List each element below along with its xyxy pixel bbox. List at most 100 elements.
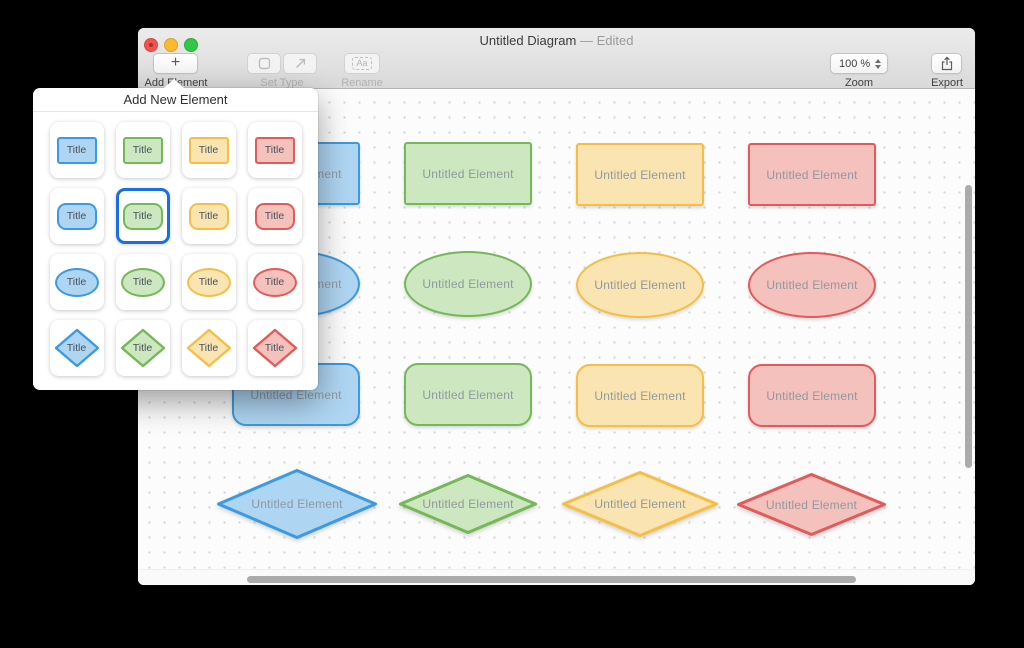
palette-item-title: Title: [66, 342, 87, 354]
canvas-element-red-ellipse[interactable]: Untitled Element: [748, 252, 876, 318]
canvas-element-yellow-rounded-rectangle[interactable]: Untitled Element: [576, 364, 704, 427]
popover-title: Add New Element: [33, 88, 318, 112]
palette-item-title: Title: [264, 276, 285, 288]
window-title: Untitled Diagram — Edited: [218, 33, 895, 48]
element-title: Untitled Element: [594, 167, 686, 182]
diamond-shape-icon: Title: [252, 328, 298, 368]
diamond-shape-icon: Title: [186, 328, 232, 368]
palette-item-red-rounded-rectangle[interactable]: Title: [247, 188, 302, 244]
palette-item-green-diamond[interactable]: Title: [115, 320, 170, 376]
element-title: Untitled Element: [765, 497, 858, 512]
palette-item-green-rectangle[interactable]: Title: [115, 122, 170, 178]
element-title: Untitled Element: [766, 167, 858, 182]
palette-item-blue-ellipse[interactable]: Title: [49, 254, 104, 310]
canvas-element-green-diamond[interactable]: Untitled Element: [398, 473, 538, 535]
palette-item-blue-diamond[interactable]: Title: [49, 320, 104, 376]
palette-item-green-rounded-rectangle[interactable]: Title: [115, 188, 170, 244]
rectangle-shape-icon: Title: [122, 136, 163, 164]
palette-item-title: Title: [198, 342, 219, 354]
palette-item-yellow-rectangle[interactable]: Title: [181, 122, 236, 178]
palette-item-title: Title: [132, 342, 153, 354]
element-title: Untitled Element: [251, 497, 343, 511]
diamond-shape-icon: Title: [120, 328, 166, 368]
canvas-element-blue-diamond[interactable]: Untitled Element: [216, 468, 378, 540]
set-type-label: Set Type: [260, 77, 304, 89]
set-type-connection-button[interactable]: [283, 53, 317, 74]
diamond-shape-icon: Title: [54, 328, 100, 368]
palette-item-yellow-rounded-rectangle[interactable]: Title: [181, 188, 236, 244]
close-button[interactable]: [144, 38, 158, 52]
zoom-value: 100 %: [839, 57, 871, 70]
palette-item-title: Title: [132, 276, 153, 288]
canvas-element-yellow-rectangle[interactable]: Untitled Element: [576, 143, 704, 206]
palette-item-title: Title: [132, 210, 153, 222]
zoom-label: Zoom: [844, 77, 874, 89]
element-title: Untitled Element: [766, 388, 858, 403]
ellipse-shape-icon: Title: [186, 267, 231, 297]
element-title: Untitled Element: [422, 277, 514, 291]
export-button[interactable]: [931, 53, 962, 74]
rounded-rectangle-shape-icon: Title: [56, 202, 97, 230]
canvas-element-red-rounded-rectangle[interactable]: Untitled Element: [748, 364, 876, 427]
canvas-element-yellow-ellipse[interactable]: Untitled Element: [576, 252, 704, 318]
export-label: Export: [931, 77, 963, 89]
palette-item-title: Title: [66, 144, 87, 156]
popover-arrow: [164, 79, 184, 88]
minimize-button[interactable]: [164, 38, 178, 52]
palette-item-title: Title: [264, 342, 285, 354]
stepper-chevrons-icon[interactable]: [875, 58, 887, 69]
palette-item-yellow-diamond[interactable]: Title: [181, 320, 236, 376]
vertical-scrollbar[interactable]: [965, 185, 972, 468]
canvas-element-green-rectangle[interactable]: Untitled Element: [404, 142, 532, 205]
rename-label: Rename: [341, 77, 383, 89]
canvas-element-yellow-diamond[interactable]: Untitled Element: [561, 470, 719, 538]
document-title: Untitled Diagram: [479, 33, 577, 48]
rectangle-shape-icon: Title: [188, 136, 229, 164]
share-icon: [941, 56, 952, 71]
rename-button[interactable]: Aa: [344, 53, 380, 74]
palette-item-title: Title: [198, 144, 219, 156]
palette-item-title: Title: [132, 144, 153, 156]
set-type-shape-button[interactable]: [247, 53, 281, 74]
horizontal-scrollbar[interactable]: [247, 576, 856, 583]
rectangle-shape-icon: Title: [56, 136, 97, 164]
palette-item-red-diamond[interactable]: Title: [247, 320, 302, 376]
shape-icon: [258, 57, 270, 70]
ellipse-shape-icon: Title: [252, 267, 297, 297]
ellipse-shape-icon: Title: [120, 267, 165, 297]
canvas-element-red-rectangle[interactable]: Untitled Element: [748, 143, 876, 206]
element-title: Untitled Element: [422, 166, 514, 181]
palette-item-red-rectangle[interactable]: Title: [247, 122, 302, 178]
palette-item-title: Title: [264, 210, 285, 222]
palette-item-title: Title: [66, 210, 87, 222]
element-title: Untitled Element: [594, 388, 686, 403]
edited-indicator: — Edited: [576, 33, 634, 48]
toolbar: Untitled Diagram — Edited + Add Element …: [138, 28, 975, 89]
palette-item-title: Title: [198, 210, 219, 222]
palette-item-blue-rectangle[interactable]: Title: [49, 122, 104, 178]
palette-item-yellow-ellipse[interactable]: Title: [181, 254, 236, 310]
canvas-element-green-ellipse[interactable]: Untitled Element: [404, 251, 532, 317]
rounded-rectangle-shape-icon: Title: [122, 202, 163, 230]
element-title: Untitled Element: [594, 278, 686, 292]
palette-item-blue-rounded-rectangle[interactable]: Title: [49, 188, 104, 244]
plus-icon: +: [170, 54, 181, 71]
canvas-element-green-rounded-rectangle[interactable]: Untitled Element: [404, 363, 532, 426]
palette-item-title: Title: [66, 276, 87, 288]
traffic-lights: [144, 38, 198, 52]
rounded-rectangle-shape-icon: Title: [254, 202, 295, 230]
rectangle-shape-icon: Title: [254, 136, 295, 164]
palette-item-title: Title: [198, 276, 219, 288]
zoom-stepper[interactable]: 100 %: [830, 53, 888, 74]
rename-textbox-icon: Aa: [352, 57, 372, 70]
palette-item-green-ellipse[interactable]: Title: [115, 254, 170, 310]
arrow-up-right-icon: [295, 58, 305, 68]
ellipse-shape-icon: Title: [54, 267, 99, 297]
element-title: Untitled Element: [422, 497, 514, 511]
palette-item-red-ellipse[interactable]: Title: [247, 254, 302, 310]
canvas-element-red-diamond[interactable]: Untitled Element: [736, 472, 887, 537]
zoom-window-button[interactable]: [184, 38, 198, 52]
add-element-button[interactable]: +: [153, 53, 198, 74]
